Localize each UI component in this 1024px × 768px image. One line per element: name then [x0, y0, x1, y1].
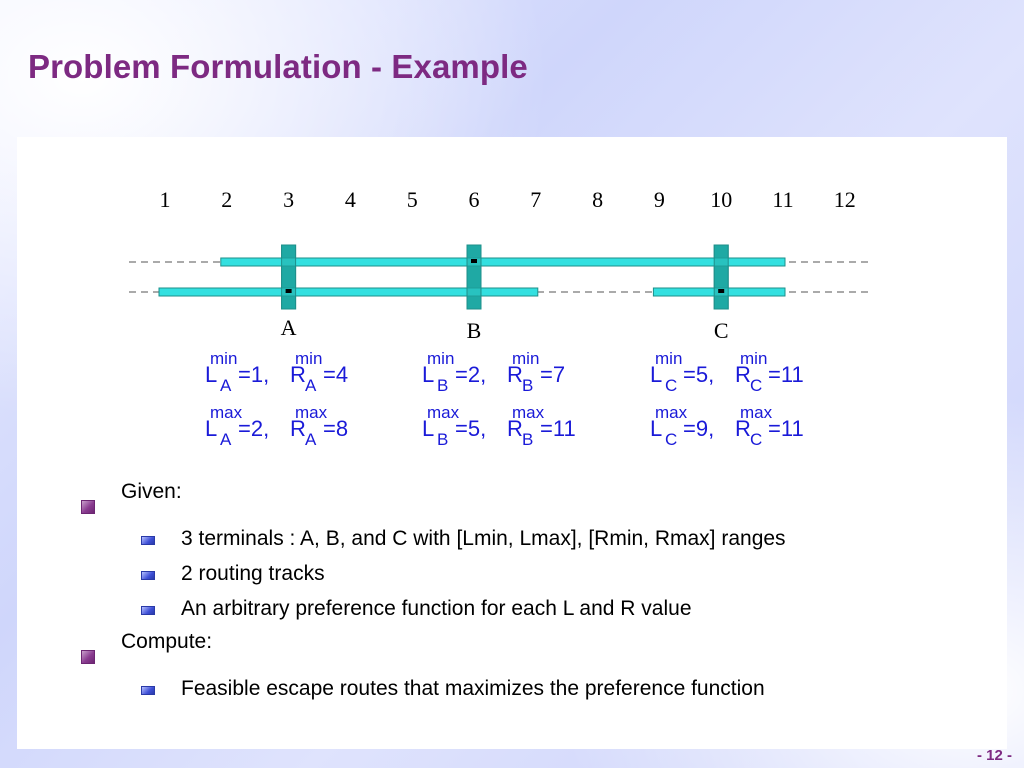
column-number: 5 — [407, 187, 418, 212]
range-symbol: L — [650, 362, 662, 387]
column-number: 12 — [834, 187, 856, 212]
range-value: =1, — [238, 362, 269, 387]
column-number: 7 — [530, 187, 541, 212]
range-value: =9, — [683, 416, 714, 441]
bullet-given-label: Given: — [121, 480, 182, 503]
range-symbol: L — [422, 416, 434, 441]
range-value: =5, — [683, 362, 714, 387]
column-number: 6 — [469, 187, 480, 212]
range-symbol: R — [290, 416, 306, 441]
range-superscript: max — [512, 403, 545, 422]
range-superscript: min — [655, 349, 682, 368]
terminal-pad-overlay — [466, 244, 482, 310]
range-value: =11 — [768, 362, 804, 387]
range-symbol: R — [290, 362, 306, 387]
sub-bullet-icon — [141, 571, 155, 580]
range-superscript: min — [295, 349, 322, 368]
column-number: 4 — [345, 187, 356, 212]
range-value: =7 — [540, 362, 565, 387]
sub-bullet-text: 3 terminals : A, B, and C with [Lmin, Lm… — [181, 527, 786, 550]
range-value: =11 — [540, 416, 576, 441]
range-symbol: R — [735, 416, 751, 441]
range-subscript: B — [437, 376, 448, 395]
column-number: 11 — [772, 187, 793, 212]
column-number: 9 — [654, 187, 665, 212]
range-superscript: min — [427, 349, 454, 368]
sub-bullet-icon — [141, 686, 155, 695]
range-subscript: A — [305, 376, 317, 395]
range-superscript: max — [295, 403, 328, 422]
page-number: - 12 - — [976, 747, 1012, 764]
range-symbol: R — [735, 362, 751, 387]
range-symbol: R — [507, 362, 523, 387]
terminal-label: B — [467, 318, 482, 343]
range-subscript: A — [220, 376, 232, 395]
sub-bullet-icon — [141, 606, 155, 615]
column-number: 10 — [710, 187, 732, 212]
range-symbol: L — [650, 416, 662, 441]
sub-bullet-icon — [141, 536, 155, 545]
range-subscript: A — [220, 430, 232, 449]
terminal-pad-overlay — [713, 244, 729, 310]
terminal-label: A — [281, 315, 297, 340]
via-mark — [471, 259, 477, 263]
range-value: =11 — [768, 416, 804, 441]
range-superscript: max — [740, 403, 773, 422]
terminal-label: C — [714, 318, 729, 343]
square-bullet-icon — [81, 500, 95, 514]
range-value: =2, — [455, 362, 486, 387]
range-value: =2, — [238, 416, 269, 441]
column-number: 1 — [160, 187, 171, 212]
sub-bullet-text: Feasible escape routes that maximizes th… — [181, 677, 765, 700]
range-superscript: min — [512, 349, 539, 368]
column-number: 8 — [592, 187, 603, 212]
range-subscript: B — [522, 430, 533, 449]
range-subscript: B — [437, 430, 448, 449]
range-superscript: max — [210, 403, 243, 422]
square-bullet-icon — [81, 650, 95, 664]
range-subscript: A — [305, 430, 317, 449]
via-mark — [285, 289, 292, 293]
range-subscript: C — [750, 376, 762, 395]
range-symbol: L — [205, 416, 217, 441]
wire-segment — [158, 287, 539, 297]
terminal-pad-overlay — [281, 244, 297, 310]
range-subscript: C — [665, 430, 677, 449]
range-symbol: R — [507, 416, 523, 441]
range-value: =8 — [323, 416, 348, 441]
range-value: =4 — [323, 362, 348, 387]
range-subscript: B — [522, 376, 533, 395]
slide-title: Problem Formulation - Example — [28, 48, 528, 85]
range-subscript: C — [665, 376, 677, 395]
range-superscript: max — [655, 403, 688, 422]
range-symbol: L — [422, 362, 434, 387]
range-superscript: min — [740, 349, 767, 368]
column-number: 3 — [283, 187, 294, 212]
via-mark — [718, 289, 725, 293]
range-superscript: max — [427, 403, 460, 422]
range-value: =5, — [455, 416, 486, 441]
column-number: 2 — [221, 187, 232, 212]
sub-bullet-text: 2 routing tracks — [181, 562, 325, 585]
bullet-compute-label: Compute: — [121, 630, 213, 653]
range-subscript: C — [750, 430, 762, 449]
range-symbol: L — [205, 362, 217, 387]
wire-segment — [220, 257, 786, 267]
sub-bullet-text: An arbitrary preference function for eac… — [181, 597, 692, 620]
range-superscript: min — [210, 349, 237, 368]
